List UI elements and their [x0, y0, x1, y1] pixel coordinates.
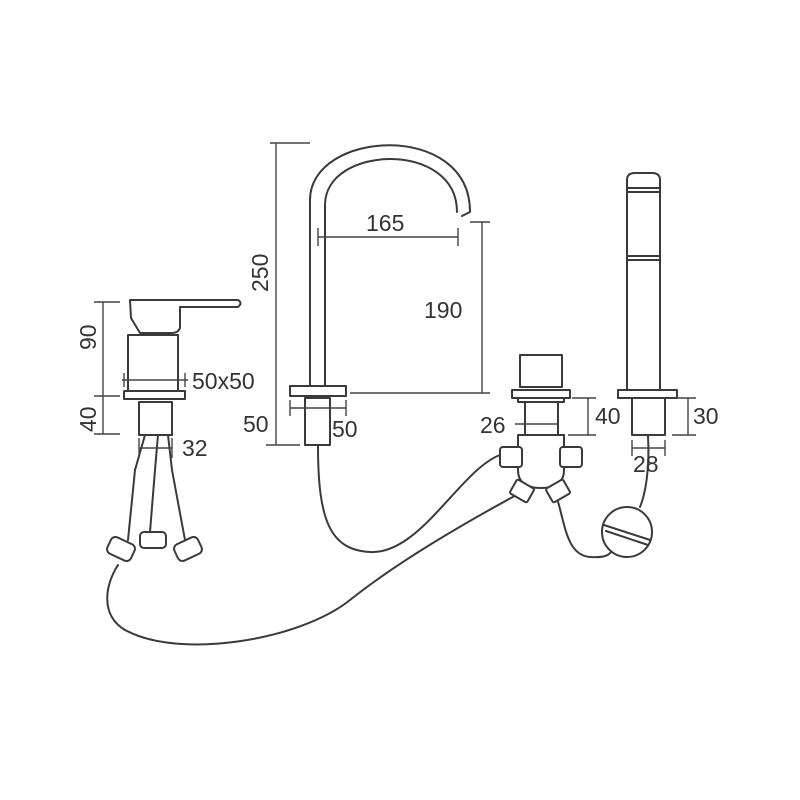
hoses — [106, 435, 650, 646]
handshower-hose — [554, 491, 613, 559]
dim-spout-outlet-height: 190 — [424, 297, 462, 323]
dim-spout-below-deck: 50 — [243, 411, 269, 437]
handshower-hose-upper — [639, 435, 650, 508]
gooseneck-spout — [266, 142, 490, 446]
spout-outer — [309, 144, 471, 387]
mixer-hose-fitting — [139, 531, 167, 549]
diverter-base-plate — [511, 389, 571, 399]
diverter-lower-left-port — [509, 478, 535, 504]
diverter-valve — [499, 354, 596, 504]
dim-diverter-below-deck: 40 — [595, 403, 621, 429]
diverter-lower-right-port — [545, 478, 571, 504]
handshower-pipe — [631, 397, 666, 436]
dim-handshower-pipe-width: 28 — [633, 451, 659, 477]
diverter-left-port — [499, 446, 523, 468]
mixer-hose-fitting — [173, 535, 203, 563]
handshower — [601, 172, 696, 558]
dim-spout-reach: 165 — [366, 210, 404, 236]
dim-mixer-height: 90 — [75, 324, 101, 350]
diverter-knob — [519, 354, 563, 388]
single-lever-mixer — [94, 299, 242, 563]
dim-mixer-base: 50x50 — [192, 368, 255, 394]
dim-mixer-below-deck: 40 — [75, 406, 101, 432]
spout-base-plate — [289, 385, 347, 397]
dim-handshower-below-deck: 30 — [693, 403, 719, 429]
handshower-handle — [626, 172, 661, 391]
diverter-pipe — [524, 401, 559, 436]
spout-inner — [324, 158, 458, 387]
handshower-base-plate — [617, 389, 678, 399]
spout-hose — [317, 445, 501, 554]
spout-pipe — [304, 397, 331, 446]
mixer-body — [127, 334, 179, 392]
mixer-base-plate — [123, 390, 186, 400]
diverter-body — [517, 434, 565, 489]
mixer-hose-fitting — [106, 535, 136, 563]
dim-spout-total-height: 250 — [247, 254, 273, 292]
mixer-pipe — [138, 401, 173, 436]
mixer-hose — [106, 491, 523, 646]
mixer-lever — [129, 299, 242, 334]
diverter-right-port — [559, 446, 583, 468]
dim-diverter-pipe-width: 26 — [480, 412, 506, 438]
dim-mixer-pipe-width: 32 — [182, 435, 208, 461]
dim-spout-pipe-width: 50 — [332, 416, 358, 442]
